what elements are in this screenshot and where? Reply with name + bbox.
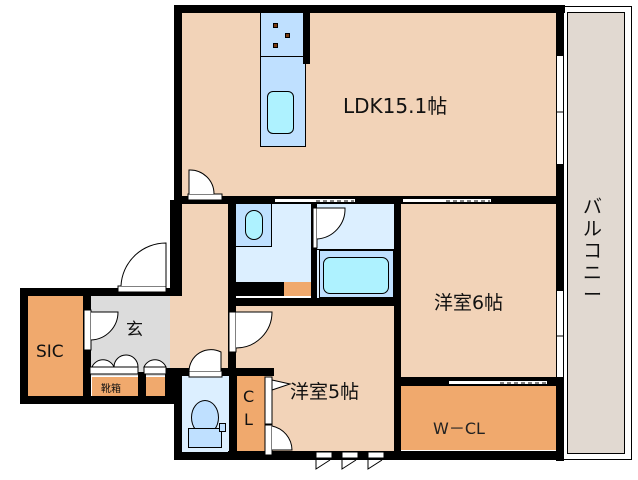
window[interactable] [556,290,564,378]
wall [138,372,146,404]
wall [394,200,401,460]
western-room-5-label: 洋室5帖 [290,381,360,403]
wall [228,451,564,460]
ldk-room [180,10,558,200]
basin-bowl-icon [245,210,263,240]
burner-icon [285,33,290,38]
sliding-door[interactable] [274,198,356,203]
wall [165,368,182,404]
toilet-tank-icon [188,428,222,448]
wall [303,10,310,64]
wall [228,200,236,304]
wall [229,372,237,460]
wall [20,288,28,404]
wall [556,5,564,461]
bath-divider [317,249,395,250]
utility-box [284,282,312,296]
closet-floor [237,376,265,452]
walk-in-closet-label: W－CL [433,419,485,438]
wall [20,396,180,404]
burner-icon [273,43,278,48]
wall [228,298,400,306]
closet-label-c: C [243,387,255,406]
wall [174,452,236,460]
sliding-door[interactable] [448,380,548,385]
shoe-box [92,377,138,396]
wall [174,5,565,13]
burner-icon [273,23,278,28]
balcony-label: バルコニー [583,196,603,306]
wall [228,282,284,296]
western-room-6-floor [400,204,556,382]
western-room-6-label: 洋室6帖 [434,292,504,314]
sink-icon [267,91,294,134]
ldk-label: LDK15.1帖 [343,94,448,118]
closet-label-l: L [244,410,253,429]
walk-in-closet-floor [400,386,556,450]
bathtub-basin-icon [323,257,389,294]
wall [174,5,182,200]
wall [170,200,182,293]
shoe-box-2 [146,377,165,396]
wall [174,368,274,376]
wall [20,288,182,296]
shoe-box-label: 靴箱 [101,384,121,395]
wall [174,196,564,204]
wall [174,368,182,460]
wall [311,200,317,304]
entrance-label: 玄 [126,320,143,340]
sic-label: SIC [36,342,64,362]
balcony-floor [567,12,625,454]
window[interactable] [556,55,564,165]
sic-floor [27,296,84,396]
toilet-paper-icon [219,423,226,432]
